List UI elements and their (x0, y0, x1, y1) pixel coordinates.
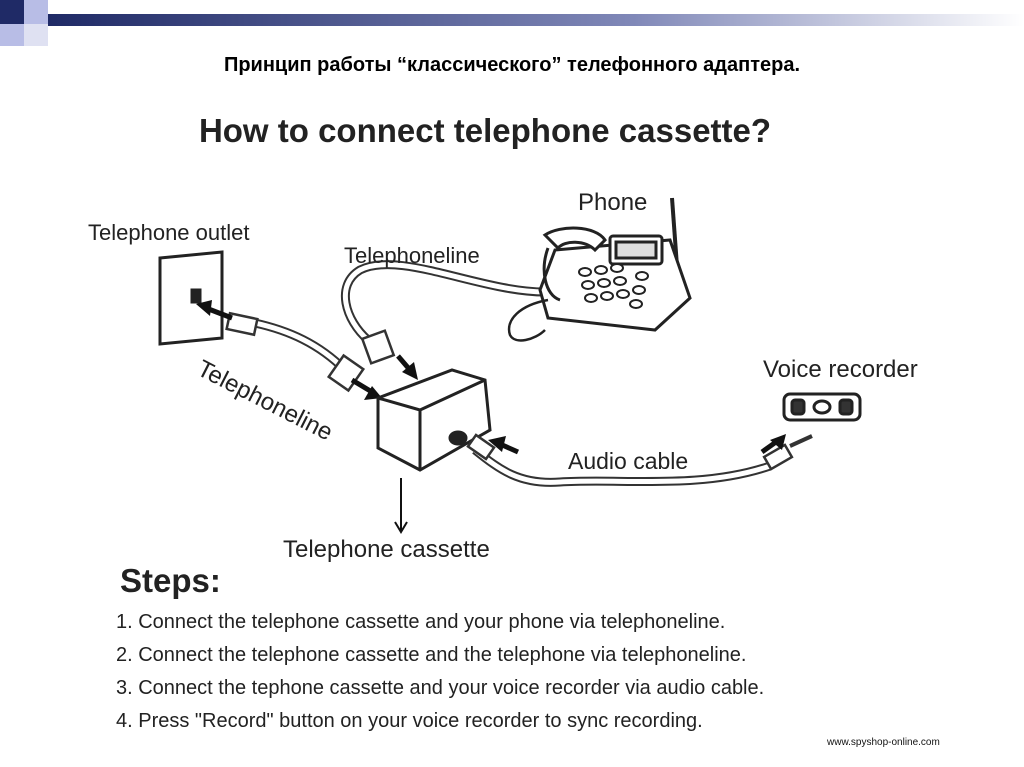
label-audio-cable: Audio cable (568, 448, 689, 474)
arrow-audio-right-icon (760, 434, 786, 455)
cassette-pointer-line (394, 478, 408, 534)
label-telephoneline-top: Telephoneline (344, 243, 480, 268)
header-gradient-bar (48, 14, 1024, 26)
steps-title: Steps: (120, 562, 221, 599)
arrow-audio-left-icon (488, 436, 520, 455)
step-item: 3. Connect the tephone cassette and your… (116, 677, 765, 699)
telephoneline-cable-top (340, 260, 546, 365)
arrow-to-cassette-left-icon (350, 377, 382, 400)
header-square-light (24, 24, 48, 46)
telephone-cassette-icon (376, 368, 492, 472)
slide-title: Принцип работы “классического” телефонно… (223, 54, 801, 76)
header-square-lavender-1 (24, 0, 48, 24)
label-voice-recorder: Voice recorder (763, 356, 918, 383)
header-square-lavender-2 (0, 24, 24, 46)
diagram-title: How to connect telephone cassette? (198, 112, 772, 149)
label-telephone-cassette: Telephone cassette (283, 536, 490, 563)
step-item: 2. Connect the telephone cassette and th… (116, 644, 747, 666)
step-item: 4. Press "Record" button on your voice r… (116, 710, 703, 732)
source-credit: www.spyshop-online.com (827, 737, 940, 748)
label-phone: Phone (578, 189, 648, 216)
arrow-to-outlet-icon (196, 300, 233, 321)
arrow-to-cassette-top-icon (396, 354, 418, 380)
label-telephone-outlet: Telephone outlet (88, 220, 250, 245)
audio-cable (466, 433, 813, 487)
telephone-outlet-icon (158, 250, 224, 346)
voice-recorder-icon (782, 392, 862, 422)
phone-icon (507, 197, 692, 342)
header-decoration (0, 0, 1024, 46)
step-item: 1. Connect the telephone cassette and yo… (116, 611, 726, 633)
steps-list: 1. Connect the telephone cassette and yo… (116, 610, 764, 742)
header-square-navy (0, 0, 24, 24)
